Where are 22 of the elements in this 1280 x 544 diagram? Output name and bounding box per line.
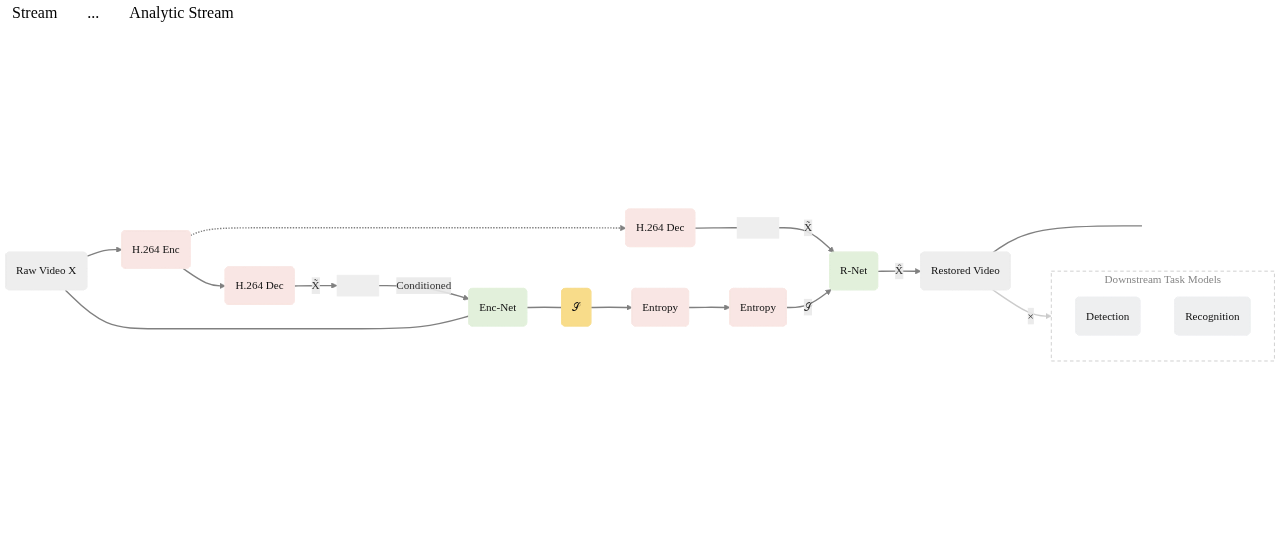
edge-label: ×: [1027, 309, 1034, 322]
arrow: [590, 304, 633, 311]
connector: [64, 289, 470, 330]
arrow: [991, 289, 1052, 320]
arrow: [182, 267, 226, 289]
arrow: [86, 246, 123, 257]
connector: [694, 227, 738, 229]
edge-label: X̂: [895, 264, 904, 277]
annotation-text: Stream: [12, 4, 58, 22]
node-box: [336, 274, 380, 297]
arrow: [688, 304, 731, 311]
annotation-text: ...: [87, 4, 100, 22]
edge-label: 𝒮: [803, 300, 813, 313]
connector: [526, 306, 563, 309]
annotation-text: Analytic Stream: [129, 4, 234, 22]
connector: [992, 225, 1143, 254]
node-box: [736, 217, 780, 239]
edge-label: Conditioned: [396, 279, 452, 292]
arrow: [293, 282, 338, 289]
edge-label: X̃: [803, 221, 813, 234]
edge-label: X̃: [311, 279, 320, 292]
arrow: [778, 227, 835, 253]
